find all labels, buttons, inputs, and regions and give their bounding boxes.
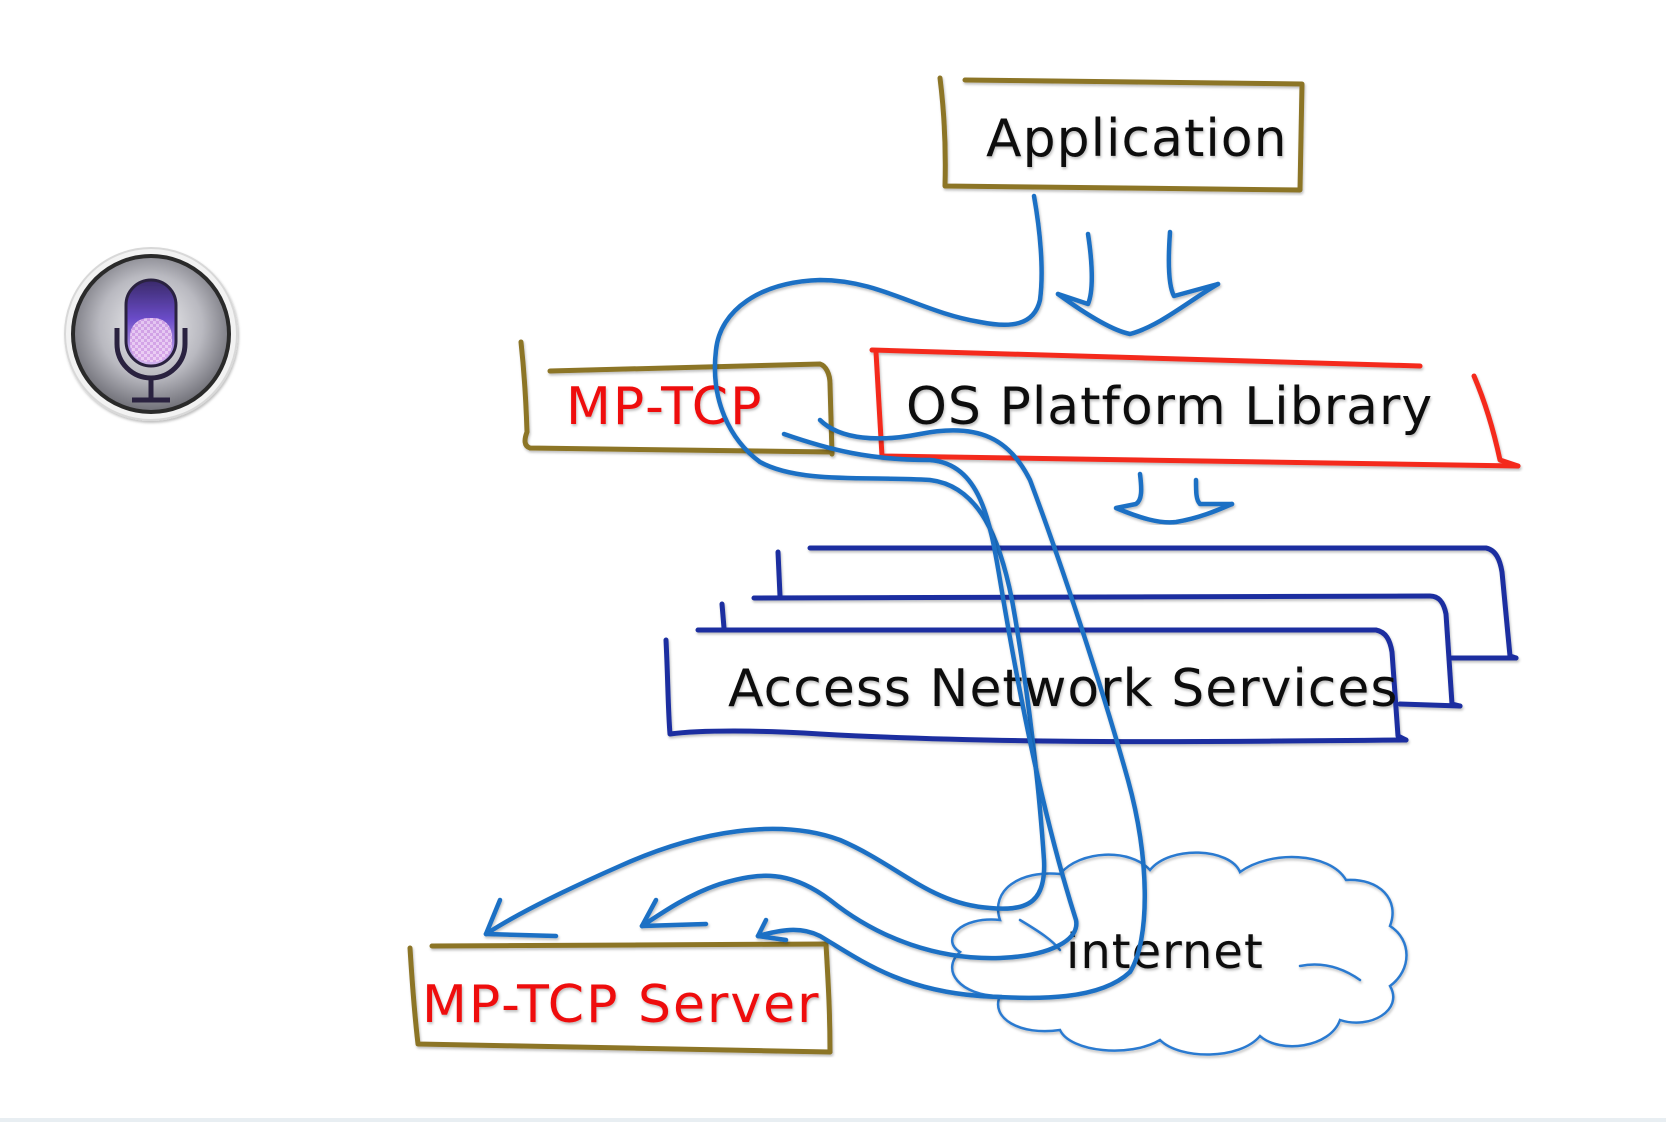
mptcp-client-box: MP-TCP bbox=[518, 339, 835, 457]
app-to-mptcp-flow bbox=[483, 193, 1047, 939]
bottom-edge bbox=[0, 1118, 1666, 1122]
os-platform-library-box: OS Platform Library bbox=[869, 347, 1521, 469]
application-label: Application bbox=[986, 109, 1288, 169]
os-platform-library-label: OS Platform Library bbox=[906, 377, 1433, 437]
internet-cloud: internet bbox=[951, 851, 1408, 1056]
application-box: Application bbox=[937, 75, 1305, 193]
mptcp-server-box: MP-TCP Server bbox=[407, 941, 833, 1055]
mptcp-subflow-3 bbox=[755, 417, 1147, 1001]
access-network-services-stack: Access Network Services bbox=[663, 545, 1519, 745]
os-to-access-arrow bbox=[1113, 471, 1235, 525]
mptcp-subflow-2 bbox=[639, 431, 1079, 961]
mptcp-server-label: MP-TCP Server bbox=[422, 975, 821, 1035]
access-network-services-label: Access Network Services bbox=[728, 659, 1398, 719]
siri-microphone-icon bbox=[64, 247, 238, 421]
mptcp-client-label: MP-TCP bbox=[566, 377, 763, 437]
app-to-os-arrow bbox=[1055, 229, 1221, 337]
internet-label: internet bbox=[1066, 924, 1264, 980]
